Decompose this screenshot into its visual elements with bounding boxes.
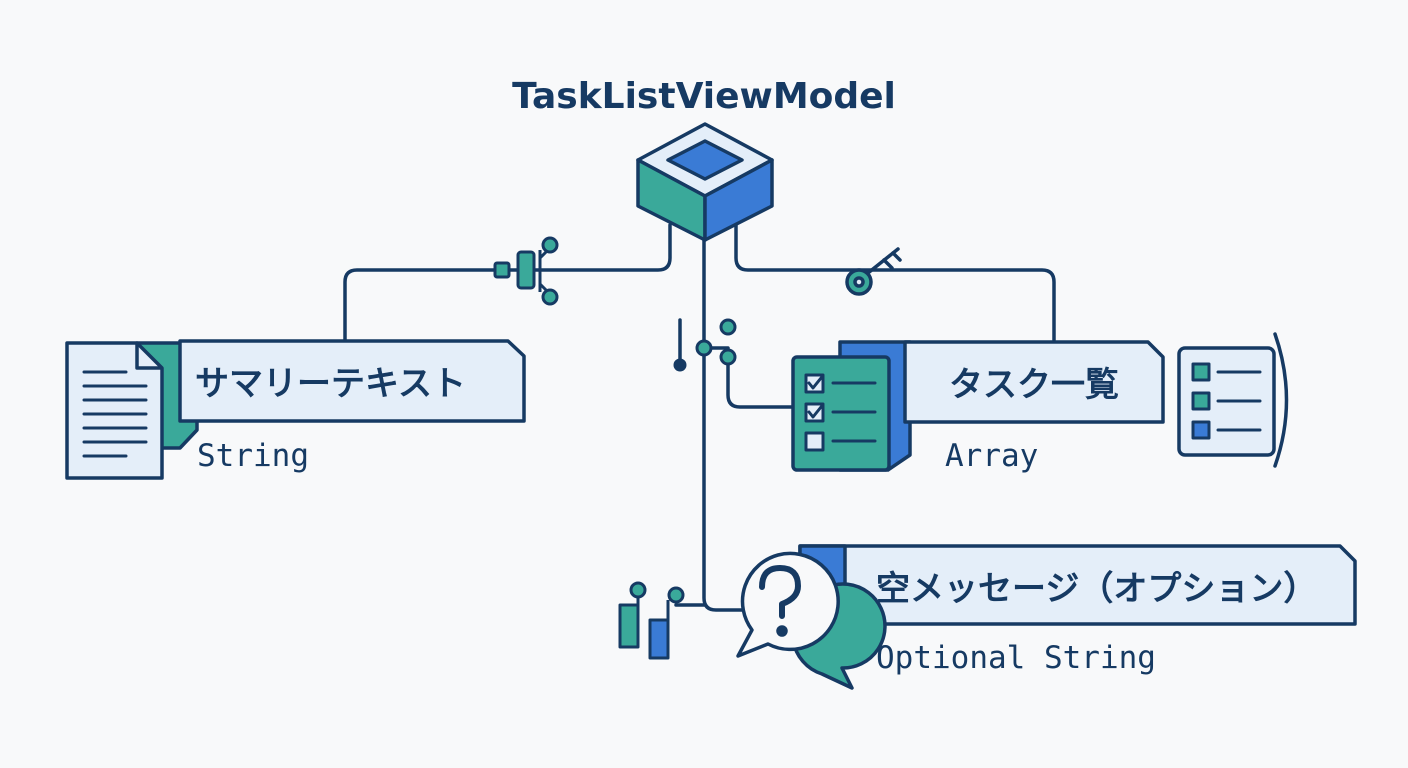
bar-chart-icon: [618, 581, 685, 660]
diagram-title: TaskListViewModel: [512, 76, 896, 117]
checklist-icon: [791, 340, 912, 472]
summary-label: サマリーテキスト: [195, 364, 466, 404]
connector-summary: [343, 223, 672, 342]
task-list-type: Array: [945, 438, 1038, 474]
connector-checklist: [702, 346, 797, 409]
summary-label-panel: [178, 339, 526, 423]
empty-message-label: 空メッセージ（オプション）: [876, 569, 1317, 609]
summary-type: String: [197, 438, 309, 474]
property-summary-text: サマリーテキスト String: [65, 339, 526, 480]
task-list-label: タスク一覧: [949, 365, 1119, 405]
branch-nodes-icon: [673, 318, 737, 372]
plug-connector-icon: [493, 236, 559, 306]
connector-task-list: [734, 223, 1056, 342]
empty-message-type: Optional String: [876, 640, 1156, 676]
property-task-list: タスク一覧 Array: [791, 332, 1289, 474]
key-icon: [845, 247, 902, 296]
viewmodel-cube-icon: [636, 122, 774, 242]
task-list-label-panel: [903, 340, 1165, 424]
connector-trunk: [702, 236, 762, 612]
question-bubble-icon: [736, 551, 887, 690]
property-empty-message: 空メッセージ（オプション） Optional String: [618, 544, 1357, 690]
array-list-icon: [1177, 332, 1289, 468]
document-icon: [65, 341, 199, 480]
